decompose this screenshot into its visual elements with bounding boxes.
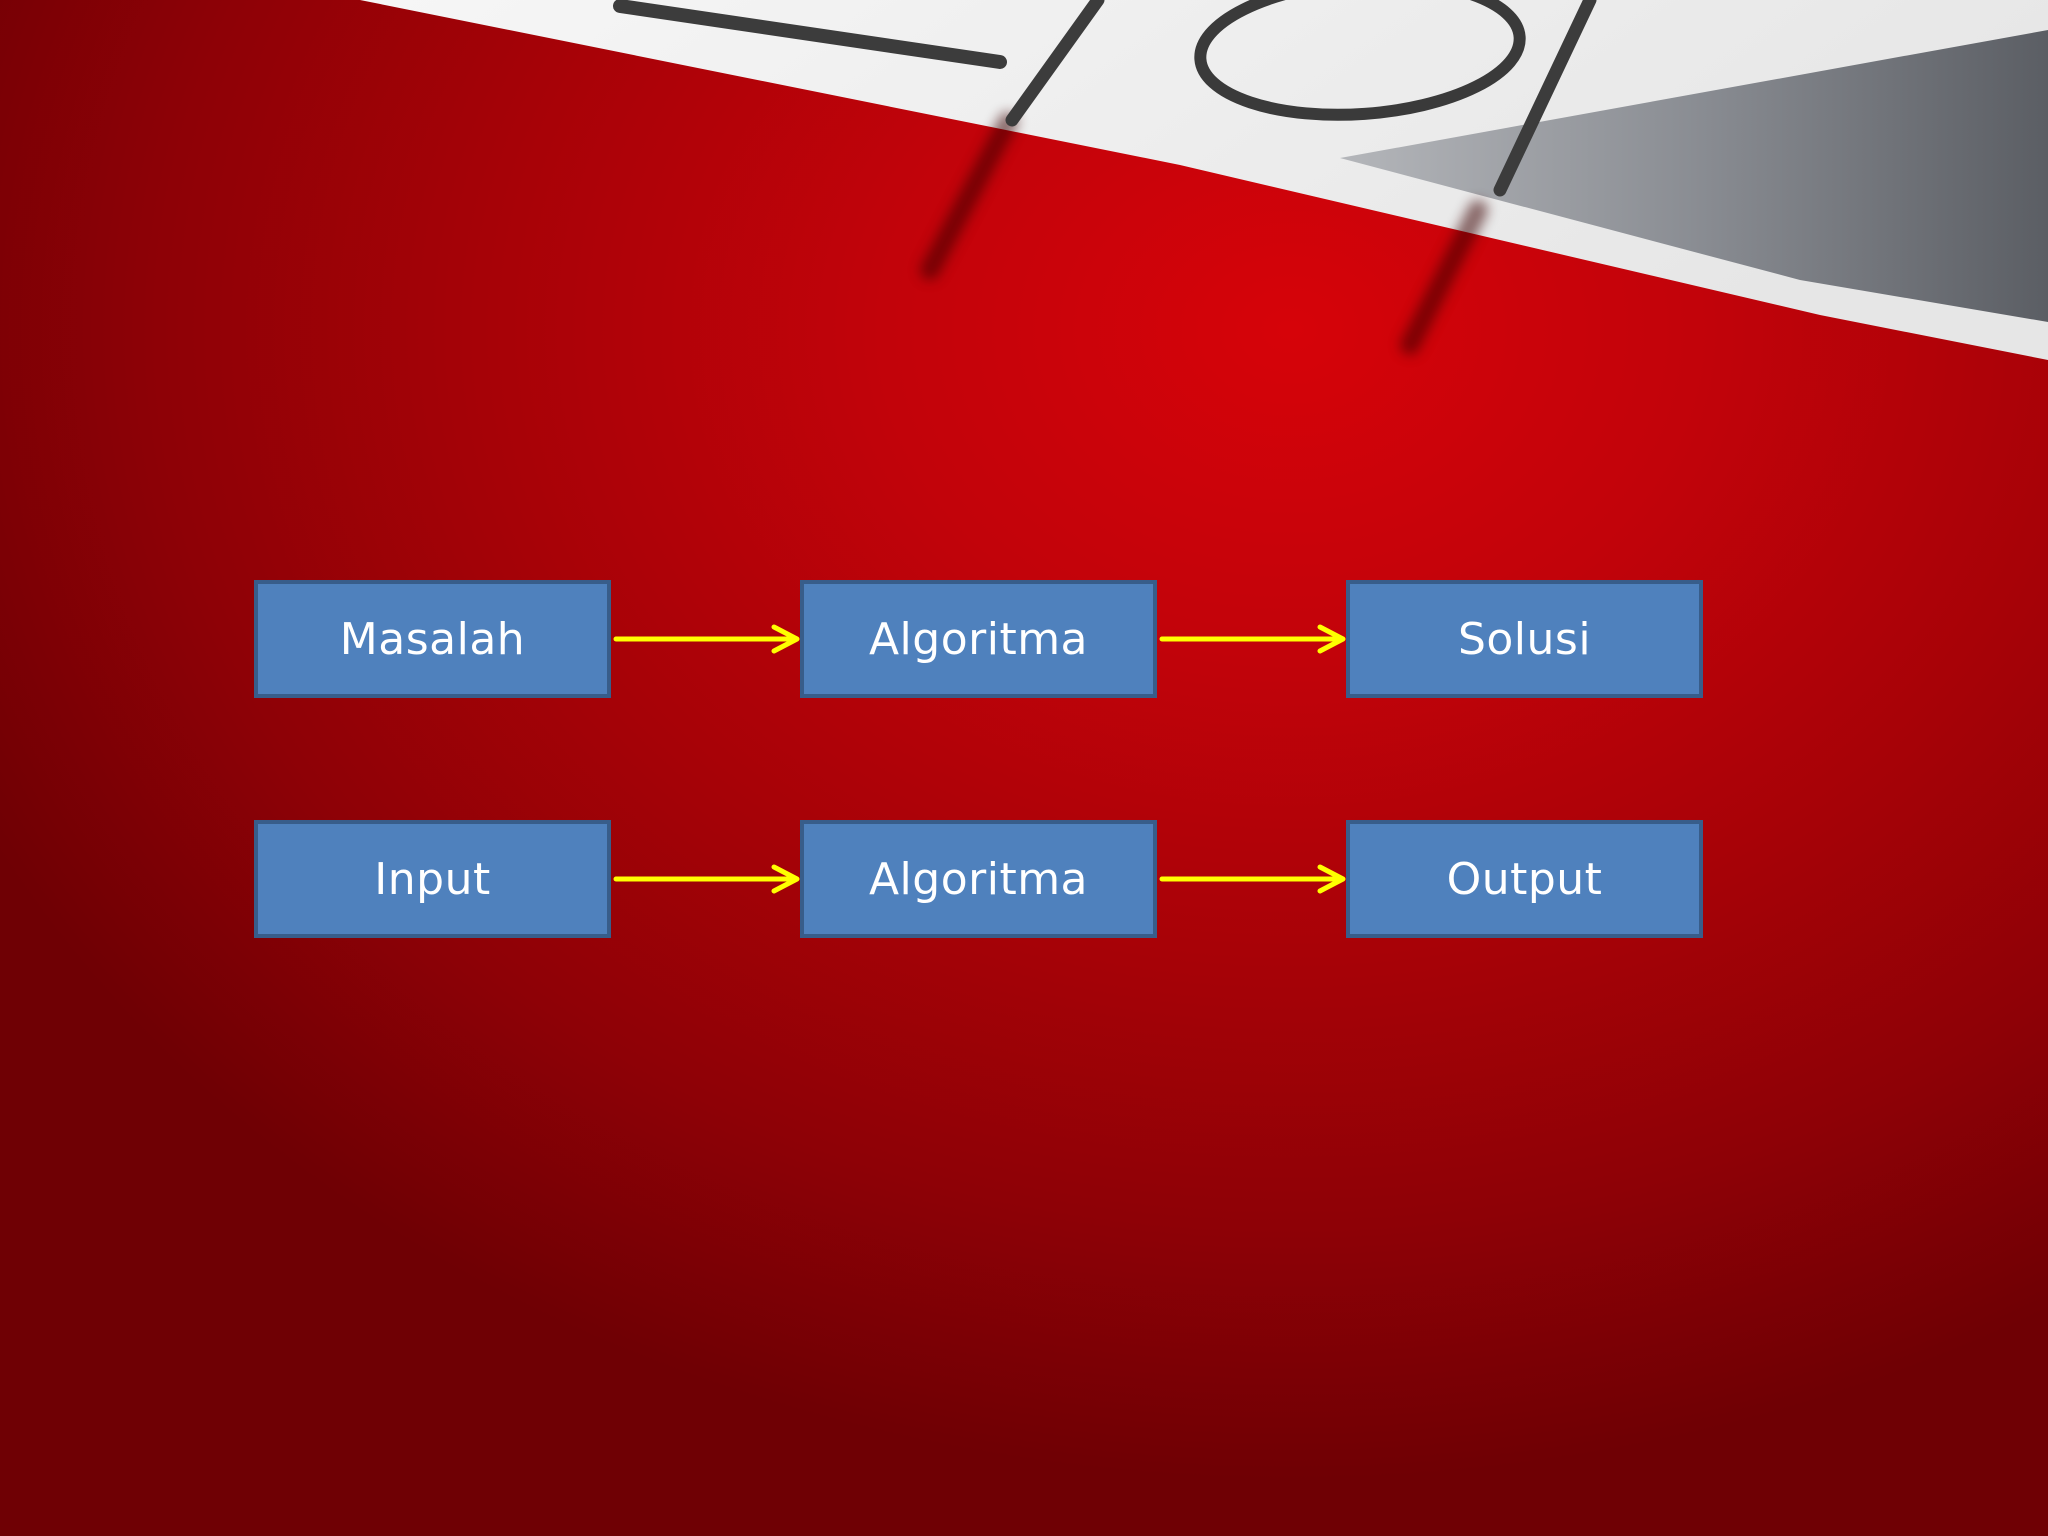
node-solusi: Solusi [1346,580,1703,698]
node-masalah: Masalah [254,580,611,698]
board-surface [355,0,2048,360]
node-algoritma-bottom: Algoritma [800,820,1157,938]
node-algoritma-top: Algoritma [800,580,1157,698]
node-input: Input [254,820,611,938]
grid-shadow-group [920,112,1488,355]
node-output: Output [1346,820,1703,938]
o-mark-icon [1194,0,1526,121]
board-shadow-region [1340,30,2048,322]
board-grid-lines [613,0,1597,197]
